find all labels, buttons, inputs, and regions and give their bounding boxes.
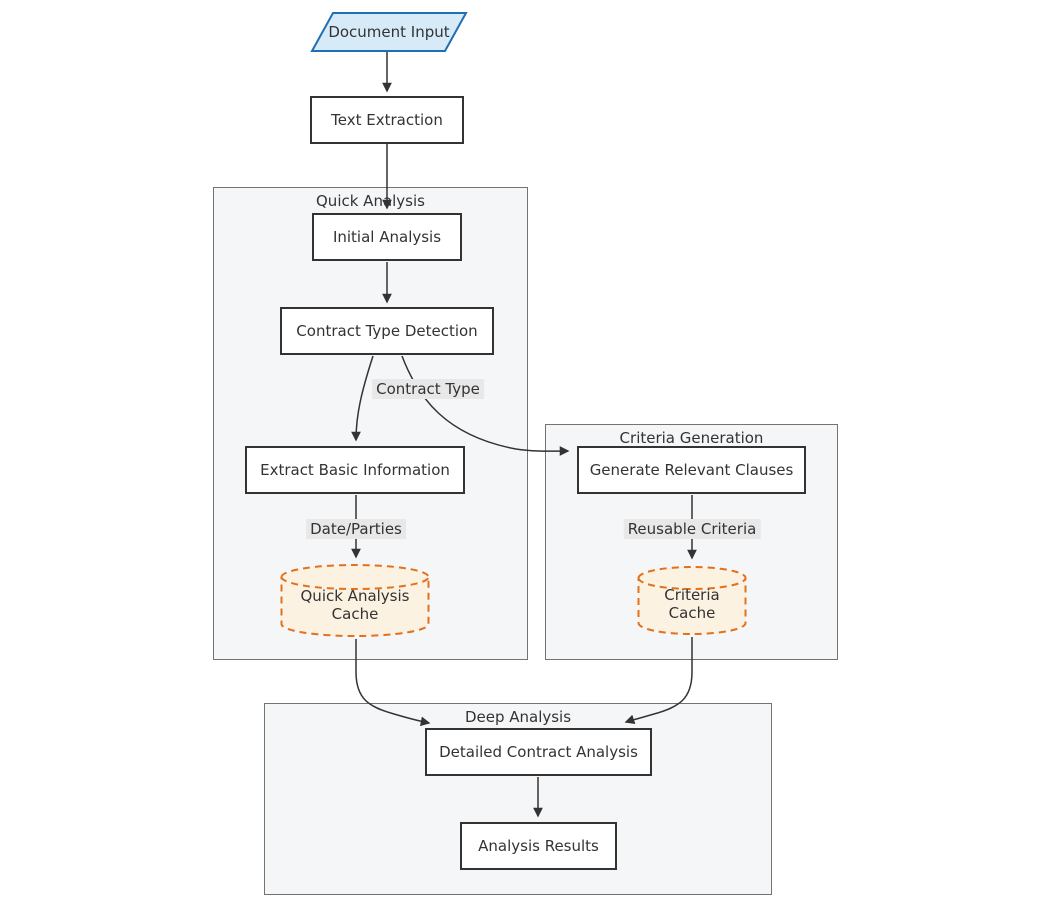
edge-label-date-parties: Date/Parties: [306, 519, 406, 539]
edge-label-contract-type: Contract Type: [372, 379, 484, 399]
subgraph-quick-analysis-title: Quick Analysis: [316, 192, 425, 210]
node-text-extraction: Text Extraction: [310, 96, 464, 144]
subgraph-deep-analysis-title: Deep Analysis: [464, 708, 572, 726]
node-criteria-cache: Criteria Cache: [664, 586, 720, 622]
node-extract-basic-information: Extract Basic Information: [245, 446, 465, 494]
edge-label-reusable-criteria: Reusable Criteria: [623, 519, 761, 539]
node-criteria-cache-shape: [637, 566, 747, 635]
node-analysis-results: Analysis Results: [460, 822, 617, 870]
node-generate-relevant-clauses: Generate Relevant Clauses: [577, 446, 806, 494]
node-document-input: Document Input: [328, 23, 450, 41]
node-quick-analysis-cache-shape: [280, 564, 430, 637]
subgraph-criteria-generation-title: Criteria Generation: [619, 429, 764, 447]
node-contract-type-detection: Contract Type Detection: [280, 307, 494, 355]
node-detailed-contract-analysis: Detailed Contract Analysis: [425, 728, 652, 776]
node-quick-analysis-cache: Quick Analysis Cache: [300, 587, 410, 623]
node-initial-analysis: Initial Analysis: [312, 213, 462, 261]
node-document-input-shape: [310, 12, 468, 52]
